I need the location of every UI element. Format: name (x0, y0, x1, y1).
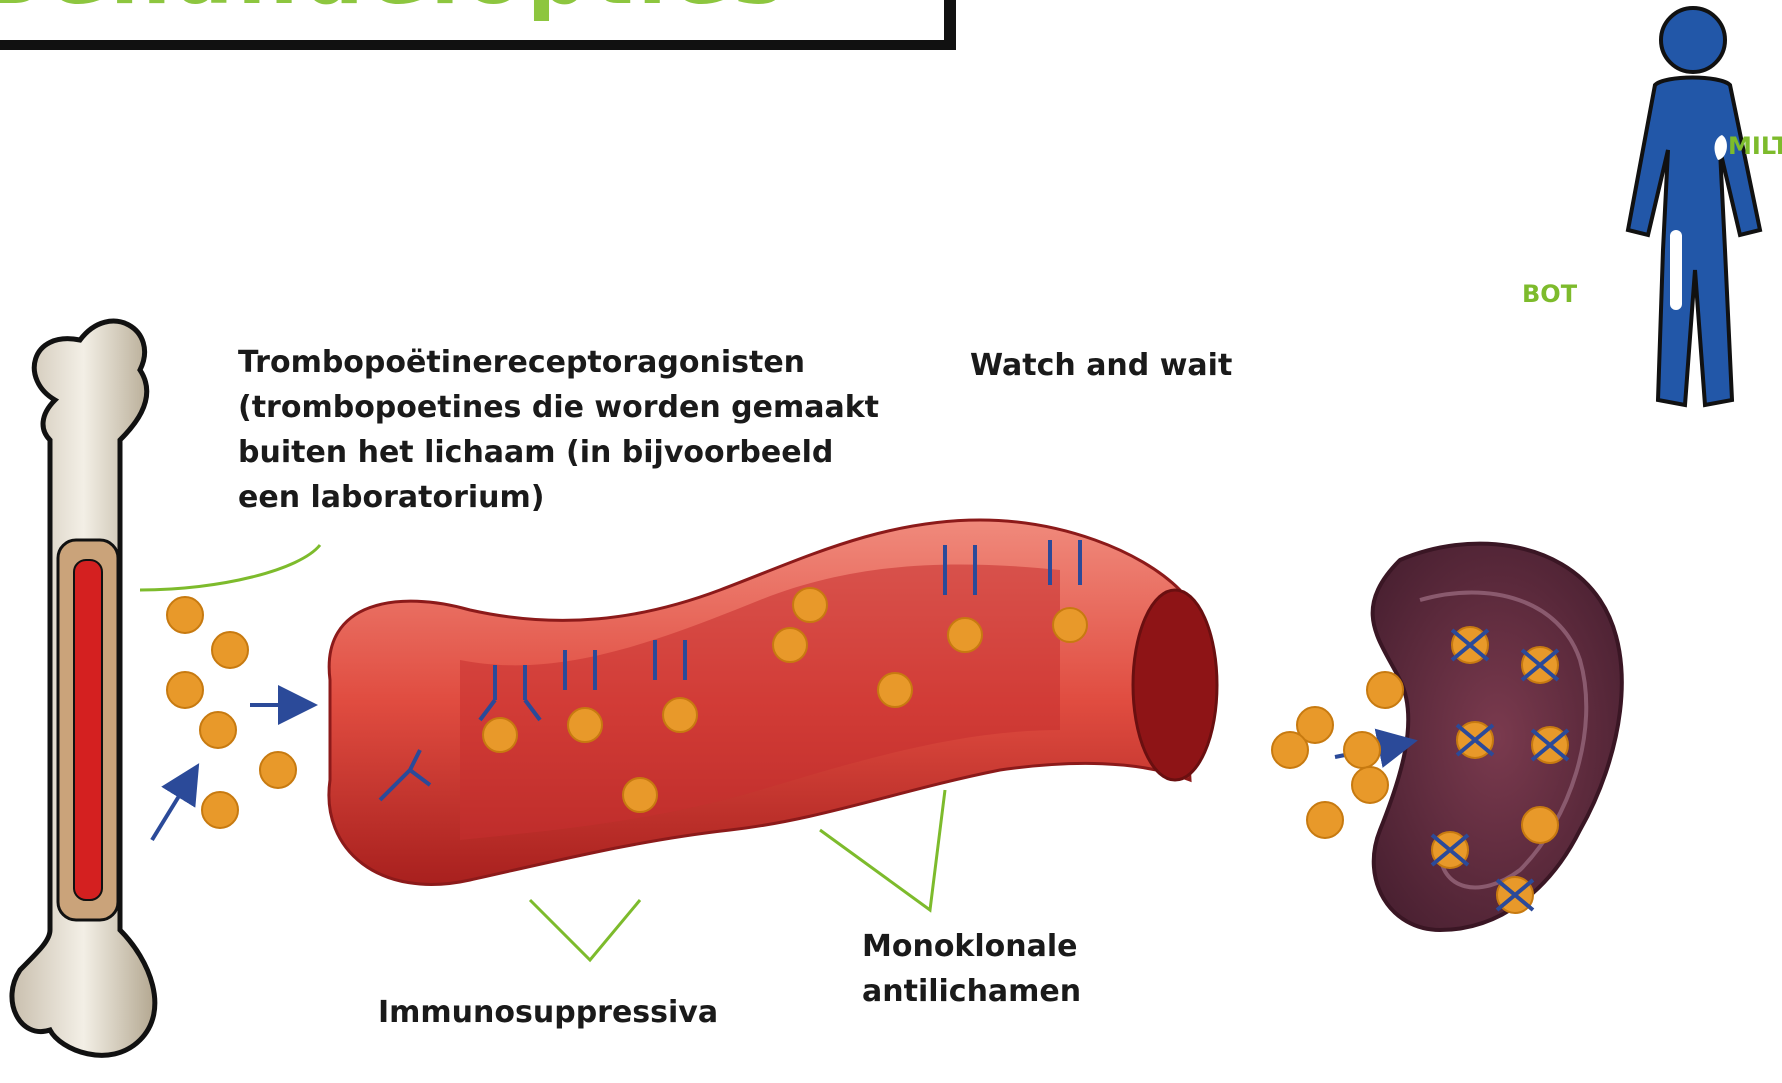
blood-vessel (329, 520, 1217, 884)
label-immunosuppressiva: Immunosuppressiva (378, 990, 718, 1035)
label-bot: BOT (1522, 280, 1577, 308)
label-monoklonale-antilichamen: Monoklonale antilichamen (862, 924, 1081, 1014)
vessel-lumen (1133, 590, 1217, 780)
label-watch-and-wait: Watch and wait (970, 343, 1232, 388)
bone (12, 321, 155, 1055)
label-milt: MILT (1728, 132, 1782, 160)
bone-marker (1670, 230, 1682, 310)
human-figure (1628, 8, 1760, 405)
spleen (1373, 544, 1622, 930)
label-tpo-agonists: Trombopoëtinereceptoragonisten (trombopo… (238, 340, 879, 520)
